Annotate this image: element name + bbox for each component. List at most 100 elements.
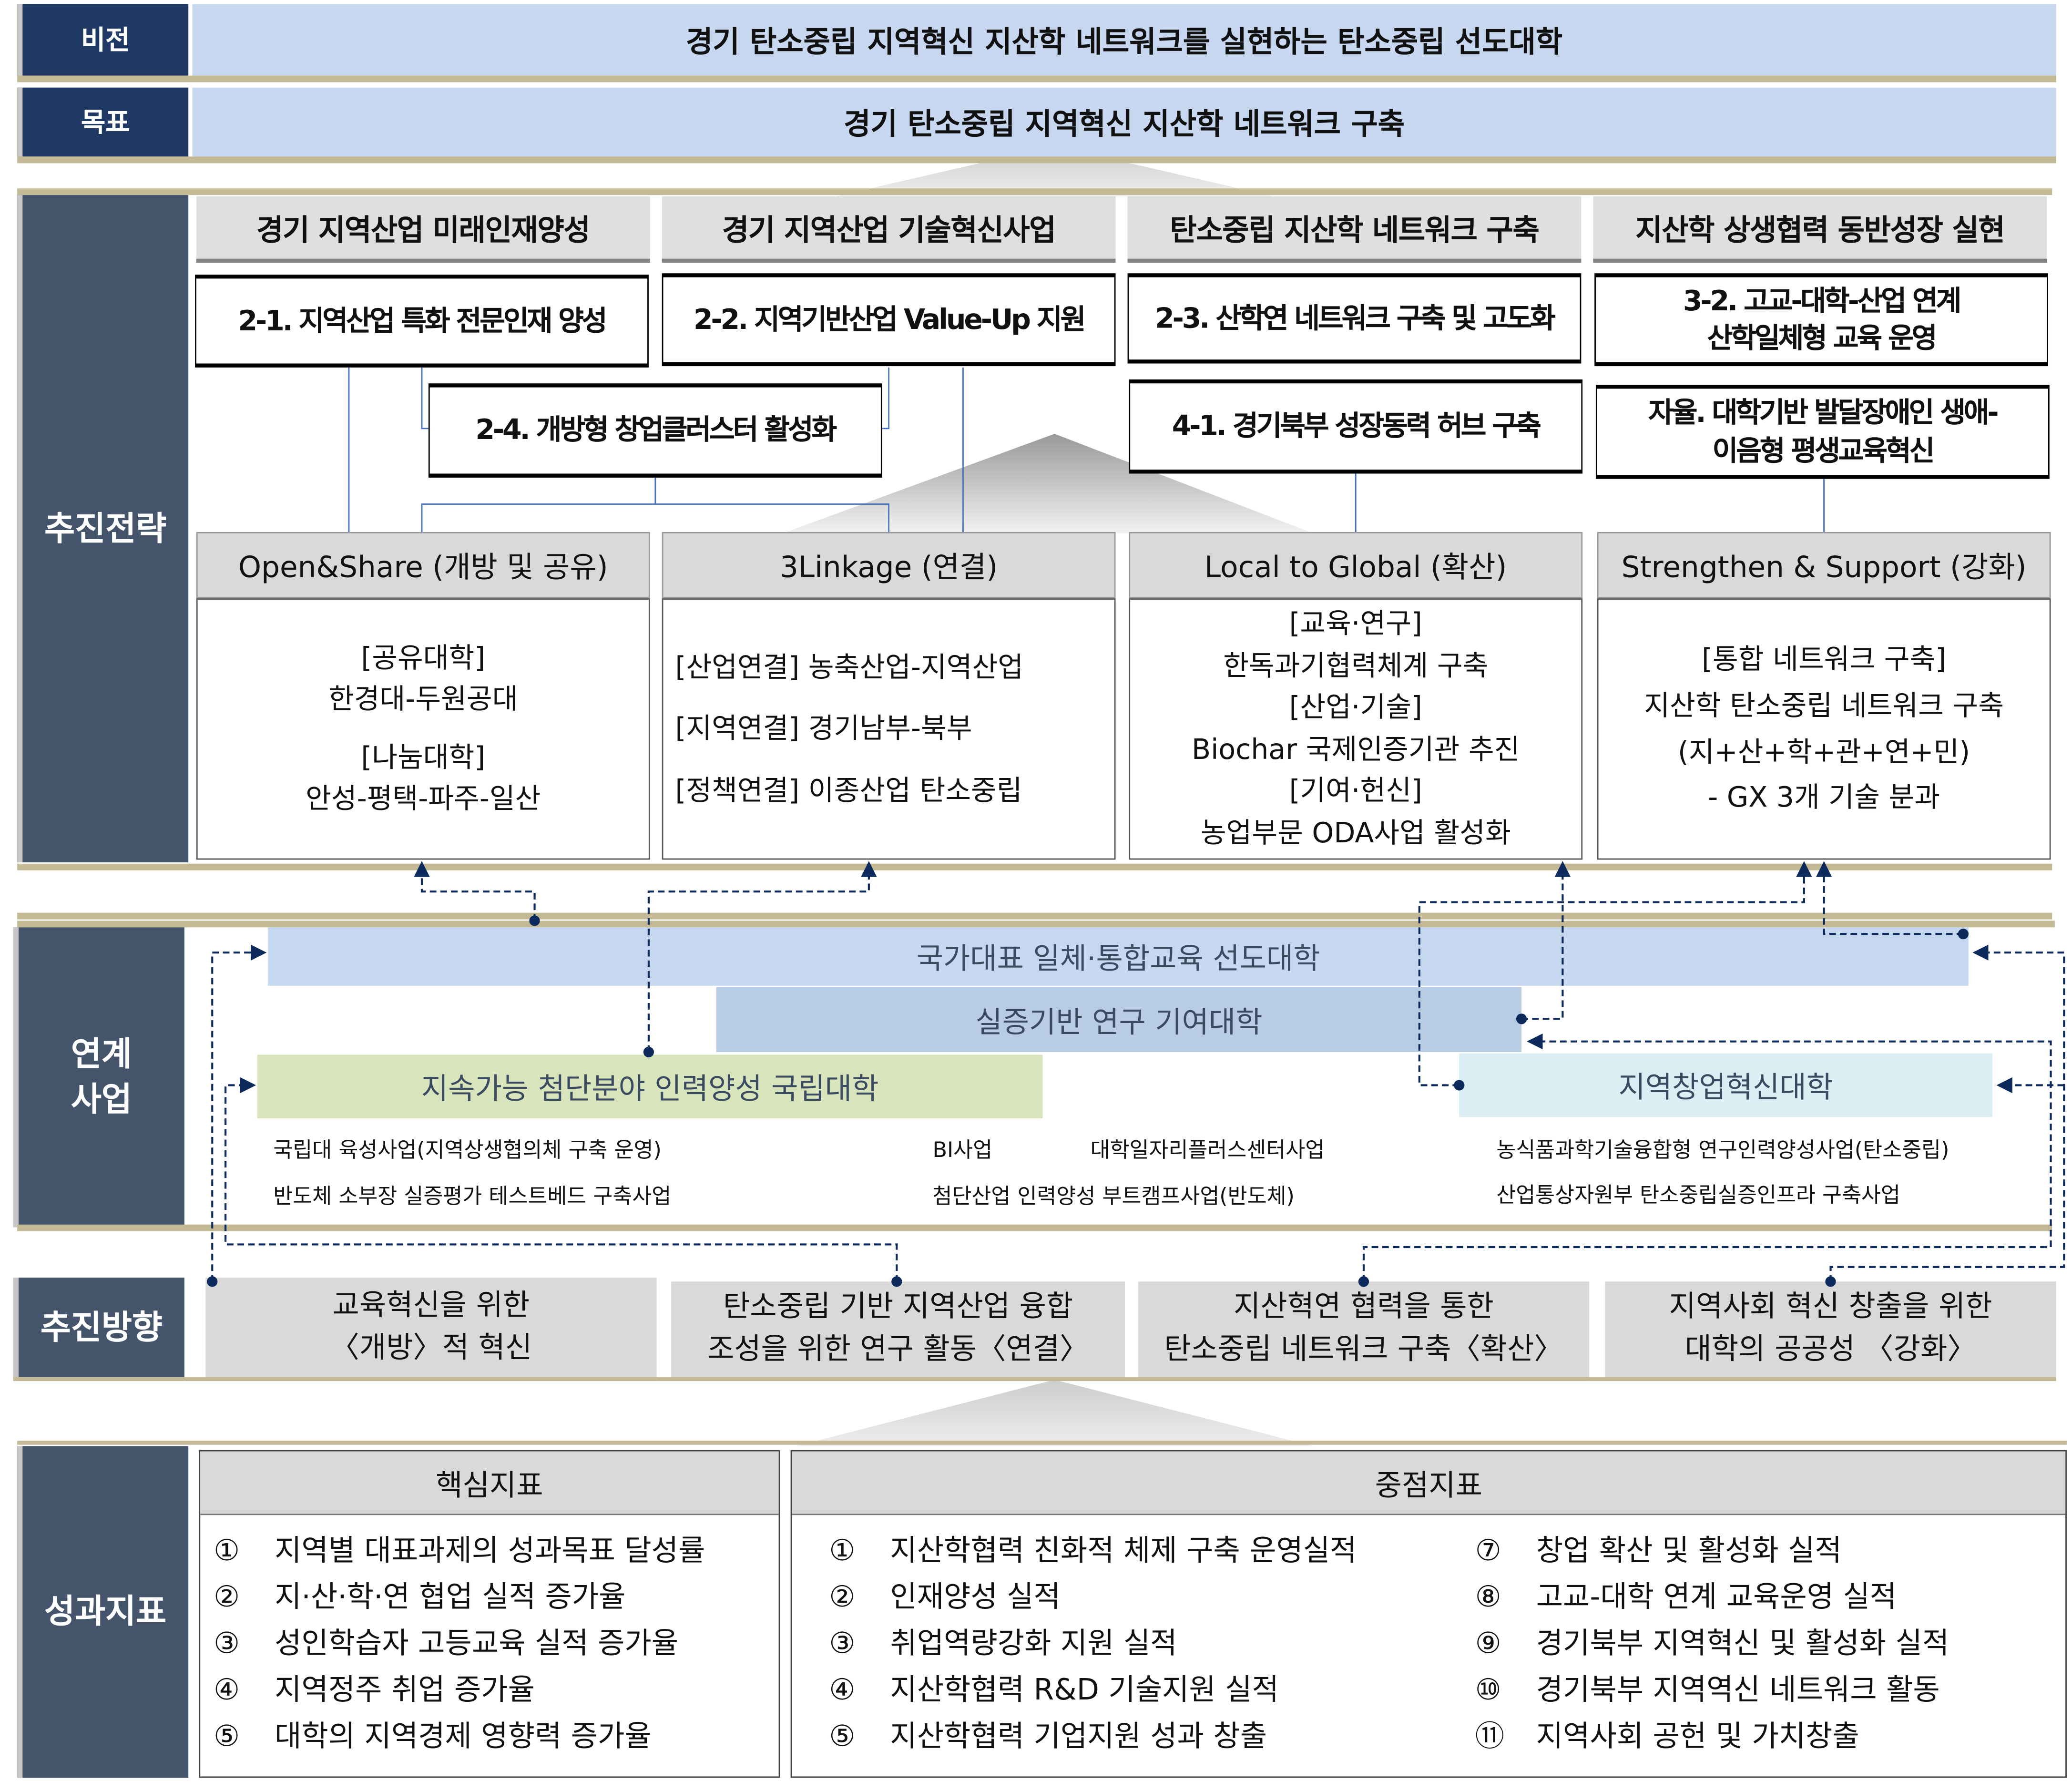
arrow-global-to-research (1362, 1033, 2052, 1282)
strategy-label: 추진전략 (17, 195, 189, 862)
arrow-research-to-global (1521, 861, 1571, 1020)
kpi-text: 지산학협력 기업지원 성과 창출 (890, 1720, 1267, 1754)
kpi-item: ② 인재양성 실적 (829, 1575, 1357, 1621)
pillar-line: [교육·연구] (1289, 607, 1422, 640)
strategy-header: 경기 지역산업 기술혁신사업 (662, 196, 1116, 263)
kpi-item: ① 지산학협력 친화적 체제 구축 운영실적 (829, 1528, 1357, 1575)
project-item: 첨단산업 인력양성 부트캠프사업(반도체) (932, 1183, 1295, 1209)
kpi-number: ⑩ (1475, 1674, 1501, 1708)
kpi-number: ⑧ (1475, 1581, 1501, 1615)
triangle-strategy (782, 434, 1314, 533)
divider (17, 912, 2052, 920)
pillar-body: [교육·연구] 한독과기협력체계 구축 [산업·기술] Biochar 국제인증… (1129, 598, 1583, 860)
pillar-title: Strengthen & Support (강화) (1597, 532, 2051, 599)
core-kpi-title: 핵심지표 (200, 1451, 779, 1515)
direction-label: 추진방향 (13, 1278, 184, 1379)
kpi-number: ② (829, 1581, 856, 1615)
kpi-item: ⑦ 창업 확산 및 활성화 실적 (1475, 1528, 1949, 1575)
direction-item: 탄소중립 기반 지역산업 융합 조성을 위한 연구 활동〈연결〉 (671, 1281, 1125, 1377)
pillar-line: 한경대-두원공대 (328, 683, 518, 716)
kpi-item: ⑧ 고교-대학 연계 교육운영 실적 (1475, 1575, 1949, 1621)
connector-dot (207, 1276, 218, 1287)
pillar-line: 지산학 탄소중립 네트워크 구축 (1644, 689, 2004, 722)
kpi-item: ③ 취업역량강화 지원 실적 (829, 1621, 1357, 1668)
pillar-title: Local to Global (확산) (1129, 532, 1583, 599)
triangle-goal (836, 146, 1274, 196)
kpi-text: 고교-대학 연계 교육운영 실적 (1536, 1581, 1897, 1615)
pillar-line: [통합 네트워크 구축] (1702, 644, 1947, 676)
kpi-number: ⑨ (1475, 1627, 1501, 1661)
kpi-number: ⑤ (214, 1720, 240, 1754)
focus-kpi-panel: 중점지표 ① 지산학협력 친화적 체제 구축 운영실적 ② 인재양성 실적 ③ 취업역량강… (790, 1450, 2067, 1778)
kpi-item: ⑤ 지산학협력 기업지원 성과 창출 (829, 1714, 1357, 1760)
kpi-number: ③ (829, 1627, 856, 1661)
linked-label: 연계 사업 (13, 927, 184, 1228)
kpi-item: ⑨ 경기북부 지역혁신 및 활성화 실적 (1475, 1621, 1949, 1668)
focus-kpi-list-right: ⑦ 창업 확산 및 활성화 실적 ⑧ 고교-대학 연계 교육운영 실적 ⑨ 경기북부 지역… (1475, 1528, 1949, 1760)
kpi-number: ① (829, 1535, 856, 1568)
kpi-text: 경기북부 지역혁신 및 활성화 실적 (1536, 1627, 1950, 1661)
kpi-label: 성과지표 (17, 1446, 189, 1778)
pillar-line: [나눔대학] (361, 741, 486, 773)
kpi-text: 지·산·학·연 협업 실적 증가율 (275, 1581, 626, 1615)
direction-item: 지역사회 혁신 창출을 위한 대학의 공공성 〈강화〉 (1605, 1281, 2056, 1377)
kpi-text: 지산학협력 R&D 기술지원 실적 (890, 1674, 1279, 1708)
kpi-number: ③ (214, 1627, 240, 1661)
kpi-text: 지역사회 공헌 및 가치창출 (1536, 1720, 1859, 1754)
kpi-text: 창업 확산 및 활성화 실적 (1536, 1535, 1842, 1568)
arrow-linkage-to-sustain (225, 1077, 898, 1282)
pillar-title: 3Linkage (연결) (662, 532, 1116, 599)
connector-dot (1825, 1276, 1836, 1287)
kpi-number: ⑦ (1475, 1535, 1501, 1568)
task-box: 자율. 대학기반 발달장애인 생애- 이음형 평생교육혁신 (1595, 385, 2050, 479)
connector-dot (891, 1276, 902, 1287)
pillar-line: [공유대학] (361, 641, 486, 674)
goal-label: 목표 (17, 87, 189, 157)
kpi-text: 지역별 대표과제의 성과목표 달성률 (275, 1535, 705, 1568)
focus-kpi-list-left: ① 지산학협력 친화적 체제 구축 운영실적 ② 인재양성 실적 ③ 취업역량강화 지원 … (829, 1528, 1357, 1760)
divider (17, 1224, 2052, 1231)
kpi-number: ④ (214, 1674, 240, 1708)
pillar-body: [통합 네트워크 구축] 지산학 탄소중립 네트워크 구축 (지+산+학+관+연… (1597, 598, 2051, 860)
arrow-sustain-to-linkage (647, 861, 877, 1052)
pillar-line: Biochar 국제인증기관 추진 (1192, 733, 1520, 765)
pillar-line: - GX 3개 기술 분과 (1708, 781, 1940, 814)
kpi-text: 지역정주 취업 증가율 (275, 1674, 535, 1708)
connector-dot (1958, 929, 1969, 940)
task-box: 2-3. 산학연 네트워크 구축 및 고도화 (1127, 273, 1582, 364)
kpi-number: ⑤ (829, 1720, 856, 1754)
divider (17, 863, 2052, 870)
project-item: 국립대 육성사업(지역상생협의체 구축 운영) (273, 1137, 662, 1162)
pillar-line: 농업부문 ODA사업 활성화 (1200, 816, 1511, 849)
strategy-header: 지산학 상생협력 동반성장 실현 (1593, 196, 2047, 263)
pillar-line: [산업·기술] (1289, 691, 1422, 723)
pillar-line: [기여·헌신] (1289, 775, 1422, 807)
strategy-header: 탄소중립 지산학 네트워크 구축 (1127, 196, 1582, 263)
goal-text: 경기 탄소중립 지역혁신 지산학 네트워크 구축 (192, 87, 2056, 157)
connector-dot (1516, 1013, 1527, 1024)
connector-dot (529, 915, 540, 926)
kpi-text: 인재양성 실적 (890, 1581, 1061, 1615)
arrow-open-to-national (211, 944, 267, 1282)
project-item: 반도체 소부장 실증평가 테스트베드 구축사업 (273, 1183, 672, 1209)
kpi-text: 지산학협력 친화적 체제 구축 운영실적 (890, 1535, 1357, 1568)
arrow-support-to-national (1829, 944, 2065, 1282)
pillar-body: [공유대학] 한경대-두원공대 [나눔대학] 안성-평택-파주-일산 (196, 598, 650, 860)
kpi-text: 취업역량강화 지원 실적 (890, 1627, 1177, 1661)
vision-text: 경기 탄소중립 지역혁신 지산학 네트워크를 실현하는 탄소중립 선도대학 (192, 4, 2056, 76)
pillar-line: [산업연결] 농축산업-지역산업 (675, 652, 1024, 684)
pillar-title: Open&Share (개방 및 공유) (196, 532, 650, 599)
kpi-text: 경기북부 지역역신 네트워크 활동 (1536, 1674, 1940, 1708)
project-item: BI사업 (932, 1137, 993, 1162)
task-box: 2-2. 지역기반산업 Value-Up 지원 (662, 273, 1116, 367)
kpi-item: ④ 지역정주 취업 증가율 (214, 1668, 779, 1714)
connector-dot (1454, 1080, 1465, 1091)
focus-kpi-title: 중점지표 (792, 1451, 2066, 1515)
